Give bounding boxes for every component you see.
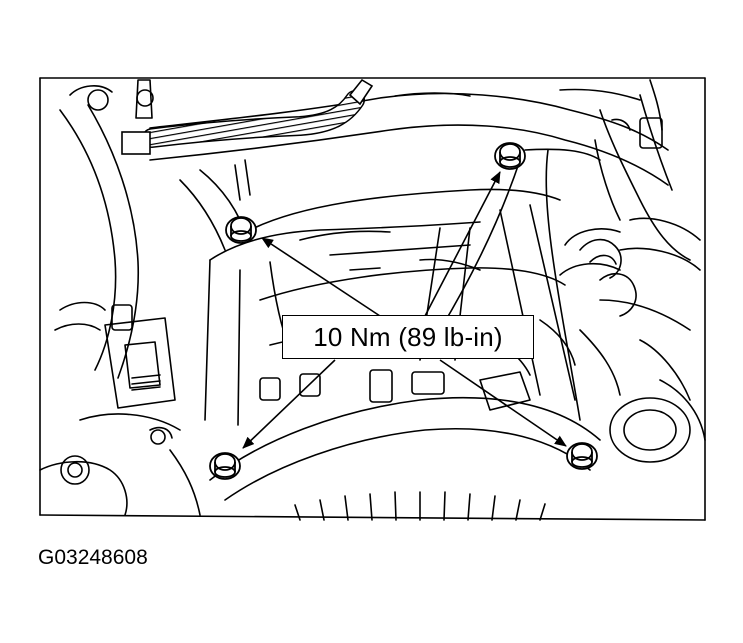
engine-linework [39,77,706,521]
arrow-to-bolt-upper-right [424,171,501,317]
arrow-to-bolt-lower-left [242,359,336,449]
bolt-lower-left [209,452,241,480]
bolt-upper-right [494,142,526,170]
arrow-to-bolt-lower-right [439,359,567,447]
bolt-lower-right [566,442,598,470]
wiring-harness [121,78,374,155]
figure-id-label: G03248608 [38,546,148,569]
leader-arrows [242,171,567,449]
arrow-to-bolt-upper-left [261,237,381,317]
torque-spec-callout: 10 Nm (89 lb-in) [282,315,534,359]
bolt-upper-left [225,216,257,244]
